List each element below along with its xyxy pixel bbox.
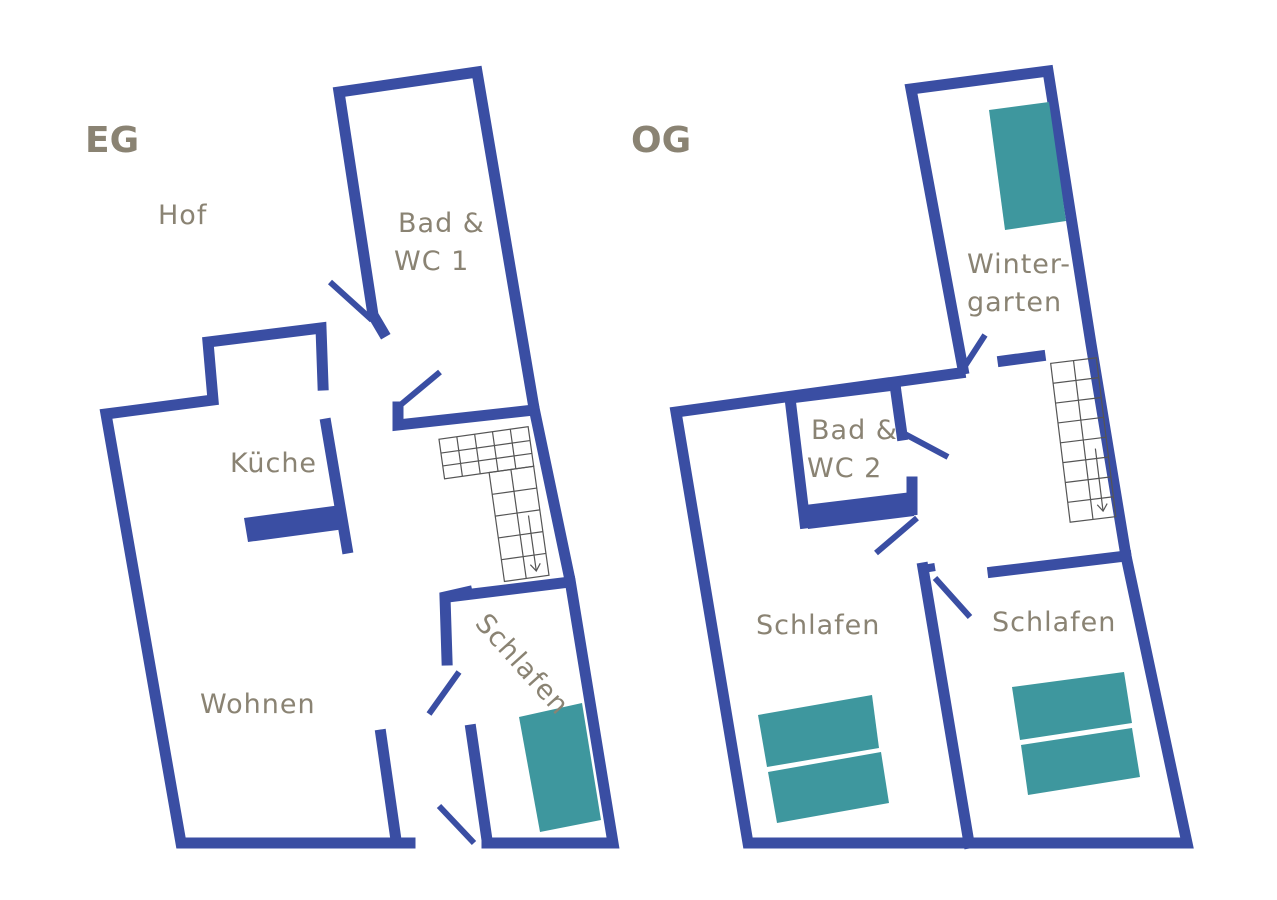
og-bathroom-2-wall-block [805, 492, 914, 529]
room-label-bad-wc-1-line1: Bad & [398, 208, 485, 239]
eg-wall-living-east [374, 728, 403, 847]
eg-door-courtyard [327, 279, 375, 323]
floor-title-og: OG [631, 120, 691, 161]
og-door-bedroom-left [874, 515, 919, 556]
eg-wall-bath-bottom [392, 401, 541, 432]
room-label-wintergarten-line1: Winter- [967, 249, 1071, 280]
og-wall-bedrooms-divider [916, 561, 976, 850]
room-label-kueche: Küche [230, 448, 317, 479]
og-bed-left-top [758, 695, 879, 767]
room-label-hof: Hof [158, 200, 208, 231]
og-furniture [758, 102, 1140, 823]
og-wall-divider-cap [922, 563, 936, 573]
og-wall-stub [1088, 344, 1097, 357]
og-stairs [1049, 357, 1117, 523]
eg-doors [327, 279, 477, 846]
eg-wall-bathroom-and-east [332, 65, 620, 849]
og-bed-right-top [1012, 672, 1132, 740]
eg-wall-bedroom-west [464, 723, 494, 847]
og-bed-right-bottom [1021, 728, 1140, 795]
eg-walls [99, 65, 620, 849]
room-label-schlafen-eg: Schlafen [469, 608, 575, 721]
eg-stairs [438, 425, 550, 583]
room-label-wohnen: Wohnen [200, 689, 316, 720]
og-wall-bedroom-right-top [986, 549, 1133, 579]
og-doors [874, 333, 988, 620]
eg-wall-bedroom-top-right [441, 575, 577, 604]
room-label-schlafen-og-right: Schlafen [992, 607, 1116, 638]
room-label-wintergarten-line2: garten [967, 287, 1062, 318]
og-door-bedroom-right [932, 575, 973, 620]
og-door-bathroom-2 [901, 430, 950, 460]
og-bed-left-bottom [768, 752, 889, 823]
floor-og: OG [631, 64, 1194, 850]
eg-stairs-top [438, 425, 535, 480]
eg-wall-west-and-kitchen [99, 321, 416, 849]
eg-kitchen-counter [244, 505, 345, 542]
eg-bed [519, 703, 601, 832]
og-door-wintergarten [960, 333, 988, 371]
og-wall-outer [669, 64, 1194, 849]
og-wintergarten-bed [989, 102, 1066, 230]
floor-title-eg: EG [85, 120, 139, 161]
eg-door-entrance [436, 803, 477, 846]
room-label-bad-wc-2-line1: Bad & [811, 415, 898, 446]
og-wall-stair-top [996, 349, 1047, 368]
og-stairs-arrow [1094, 448, 1104, 511]
eg-door-bedroom [426, 670, 462, 716]
floor-eg: EG [85, 65, 620, 849]
og-walls [669, 64, 1194, 850]
room-label-bad-wc-1-line2: WC 1 [394, 246, 469, 277]
room-label-bad-wc-2-line2: WC 2 [807, 453, 882, 484]
eg-stairs-arrow [527, 515, 537, 571]
room-label-schlafen-og-left: Schlafen [756, 610, 880, 641]
eg-door-bathroom [396, 369, 442, 410]
og-wall-bathroom-2-east [888, 378, 909, 442]
